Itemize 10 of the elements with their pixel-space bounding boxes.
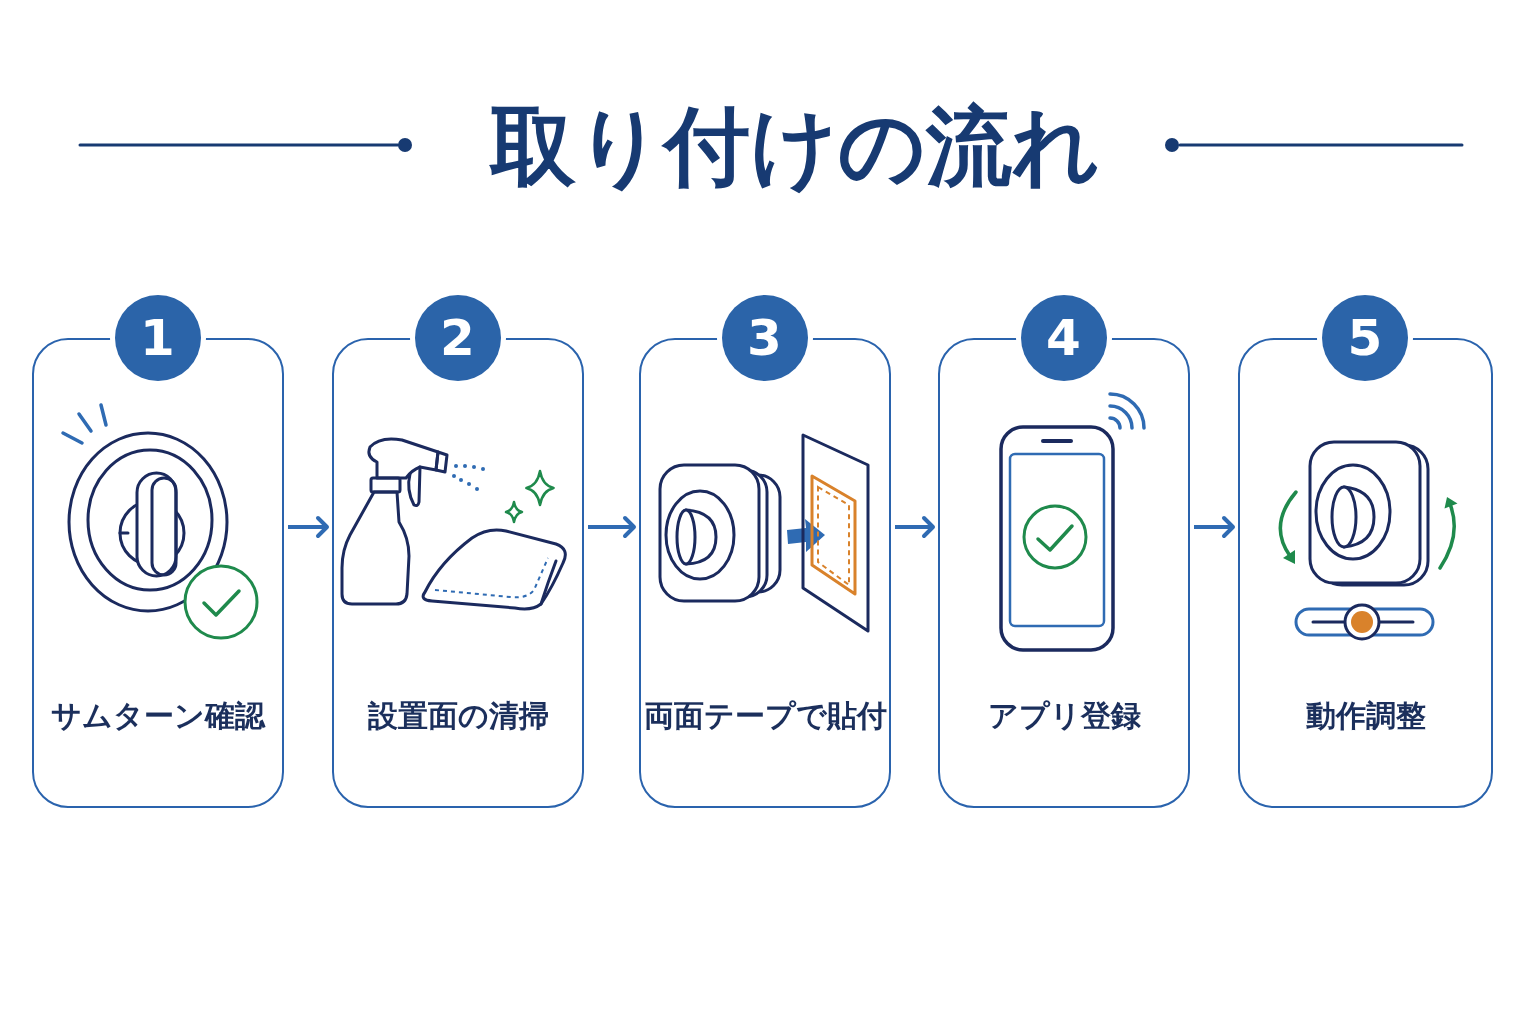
step-label: 設置面の清掃 bbox=[367, 696, 549, 735]
arrow bbox=[1194, 516, 1235, 538]
step-label: アプリ登録 bbox=[987, 696, 1141, 735]
arrow bbox=[288, 516, 329, 538]
step-label: 動作調整 bbox=[1305, 696, 1426, 735]
step-label: サムターン確認 bbox=[51, 696, 265, 735]
step-label: 両面テープで貼付 bbox=[643, 696, 887, 735]
diagram-title: 取り付けの流れ bbox=[490, 96, 1100, 196]
arrow bbox=[588, 516, 636, 538]
arrow bbox=[895, 516, 935, 538]
